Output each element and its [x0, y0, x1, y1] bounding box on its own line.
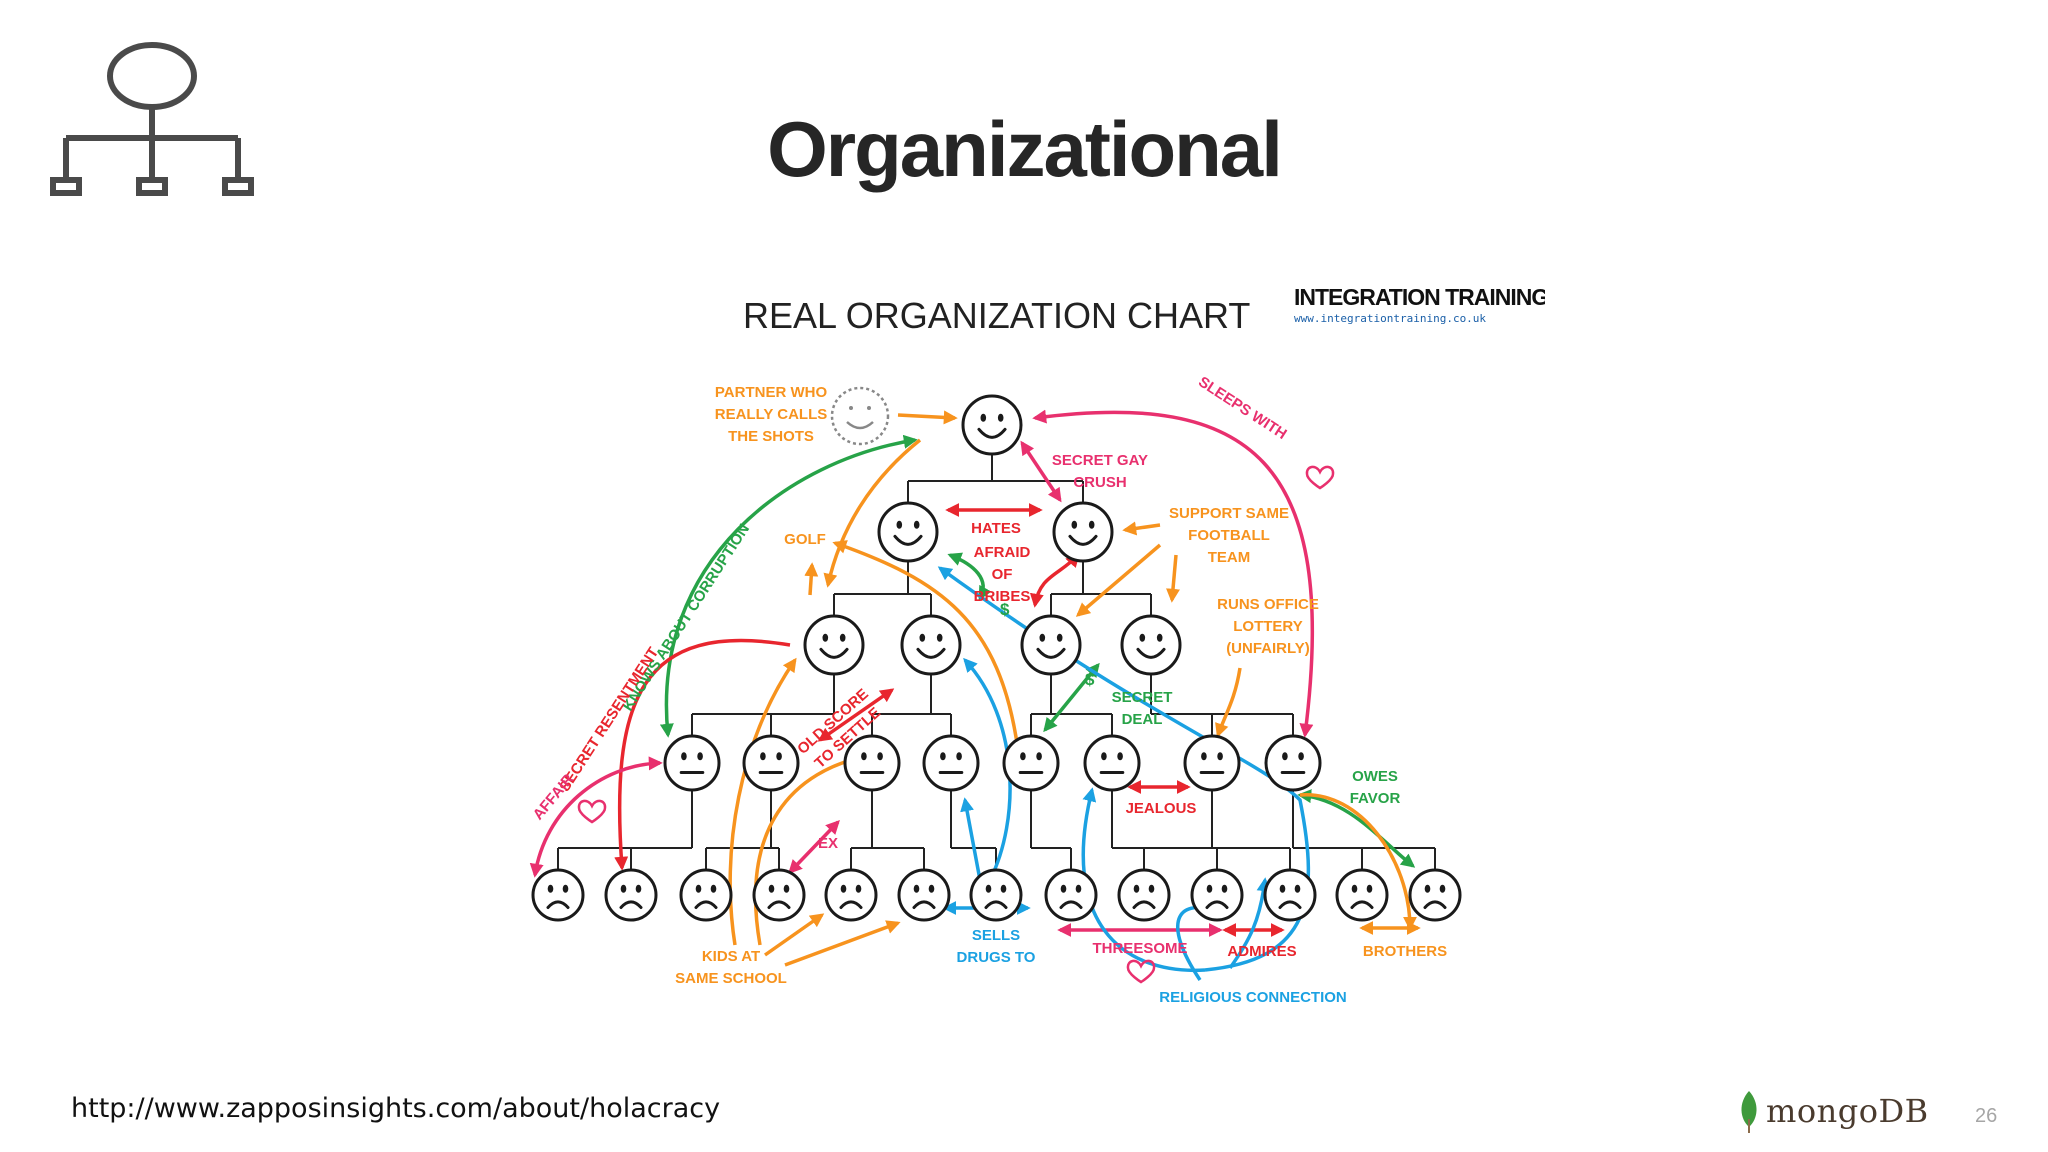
- sad-face-icon: [824, 868, 878, 922]
- happy-face-icon: [803, 614, 865, 676]
- happy-face-icon: [961, 394, 1023, 456]
- dollar-sign: $: [1085, 670, 1095, 689]
- heart-icon: [1126, 959, 1156, 984]
- arrow-kids-1: [728, 657, 797, 946]
- brand-name: mongoDB: [1766, 1092, 1929, 1130]
- arrow-secret-crush: [1020, 440, 1062, 503]
- heart-icon: [1305, 465, 1335, 490]
- arrow-drugs-2: [960, 797, 982, 881]
- relationship-label: GOLF: [784, 531, 826, 548]
- slide-title: Organizational: [767, 105, 1283, 193]
- arrow-golf-3: [832, 540, 1020, 751]
- arrow-golf-1: [823, 438, 922, 588]
- happy-face-icon: [1120, 614, 1182, 676]
- arrow-old-score: [817, 688, 895, 742]
- neutral-face-icon: [663, 734, 721, 792]
- sad-face-icon: [1044, 868, 1098, 922]
- neutral-face-icon: [1083, 734, 1141, 792]
- relationship-label: SLEEPS WITH: [1195, 373, 1290, 443]
- sad-face-icon: [897, 868, 951, 922]
- heart-icon: [577, 799, 607, 824]
- relationship-label: SECRET RESENTMENT: [556, 644, 662, 794]
- sad-face-icon: [752, 868, 806, 922]
- employee-faces: [531, 394, 1462, 922]
- partner-face-icon: [830, 386, 890, 446]
- relationship-label: EX: [818, 835, 838, 852]
- arrow-secret-deal: [1043, 662, 1100, 733]
- neutral-face-icon: [1002, 734, 1060, 792]
- heart-icons: [577, 465, 1335, 984]
- arrow-partner: [897, 410, 958, 425]
- arrow-football-3: [1166, 554, 1180, 603]
- relationship-label: HATES: [971, 520, 1021, 537]
- sad-face-icon: [679, 868, 733, 922]
- relationship-label: AFFAIR: [530, 771, 578, 824]
- arrow-ex: [788, 819, 840, 875]
- source-url[interactable]: http://www.zapposinsights.com/about/hola…: [71, 1093, 721, 1124]
- happy-face-icon: [1020, 614, 1082, 676]
- relationship-label: THREESOME: [1092, 940, 1187, 957]
- happy-face-icon: [877, 501, 939, 563]
- leaf-icon: [1741, 1091, 1757, 1133]
- arrow-knows-corruption: [659, 434, 918, 738]
- sad-face-icon: [604, 868, 658, 922]
- arrow-football-2: [1075, 543, 1162, 617]
- relationship-label: RELIGIOUS CONNECTION: [1159, 989, 1347, 1006]
- relationship-arrows: [529, 409, 1421, 981]
- arrow-kids-3: [763, 913, 825, 957]
- sad-face-icon: [1263, 868, 1317, 922]
- sad-face-icon: [1335, 868, 1389, 922]
- happy-face-icon: [900, 614, 962, 676]
- neutral-face-icon: [1183, 734, 1241, 792]
- arrow-religious-2: [937, 566, 1311, 972]
- relationship-label: BROTHERS: [1363, 943, 1447, 960]
- sad-face-icon: [1117, 868, 1171, 922]
- hierarchy-lines: [557, 454, 1436, 870]
- sad-face-icon: [1408, 868, 1462, 922]
- sad-face-icon: [969, 868, 1023, 922]
- happy-face-icon: [1052, 501, 1114, 563]
- arrow-sleeps-with: [1032, 409, 1314, 738]
- arrow-affair: [529, 756, 663, 878]
- sad-face-icon: [1190, 868, 1244, 922]
- relationship-label: ADMIRES: [1227, 943, 1296, 960]
- arrow-golf-2: [804, 562, 819, 596]
- arrow-religious-4: [1228, 877, 1271, 970]
- page-number: 26: [1975, 1105, 1998, 1127]
- org-chart-icon: [50, 42, 254, 196]
- publisher-logo: INTEGRATION TRAINING: [1294, 284, 1545, 310]
- arrow-lottery: [1215, 667, 1242, 738]
- neutral-face-icon: [742, 734, 800, 792]
- neutral-face-icon: [922, 734, 980, 792]
- arrow-religious-1: [1081, 787, 1206, 973]
- arrow-owes-favor: [1297, 789, 1416, 868]
- arrow-brothers-2: [1299, 793, 1417, 931]
- mongodb-logo: mongoDB: [1738, 1088, 1929, 1134]
- dollar-sign: $: [1000, 600, 1010, 619]
- sad-face-icon: [531, 868, 585, 922]
- arrow-bribes: [947, 552, 992, 601]
- arrow-afraid: [1029, 552, 1080, 608]
- real-organization-chart: REAL ORGANIZATION CHART INTEGRATION TRAI…: [529, 284, 1545, 1006]
- arrow-kids-4: [784, 920, 901, 967]
- arrow-football-1: [1122, 521, 1161, 536]
- publisher-url: www.integrationtraining.co.uk: [1294, 312, 1486, 325]
- chart-heading: REAL ORGANIZATION CHART: [743, 295, 1250, 336]
- neutral-face-icon: [1264, 734, 1322, 792]
- neutral-face-icon: [843, 734, 901, 792]
- relationship-label: JEALOUS: [1126, 800, 1197, 817]
